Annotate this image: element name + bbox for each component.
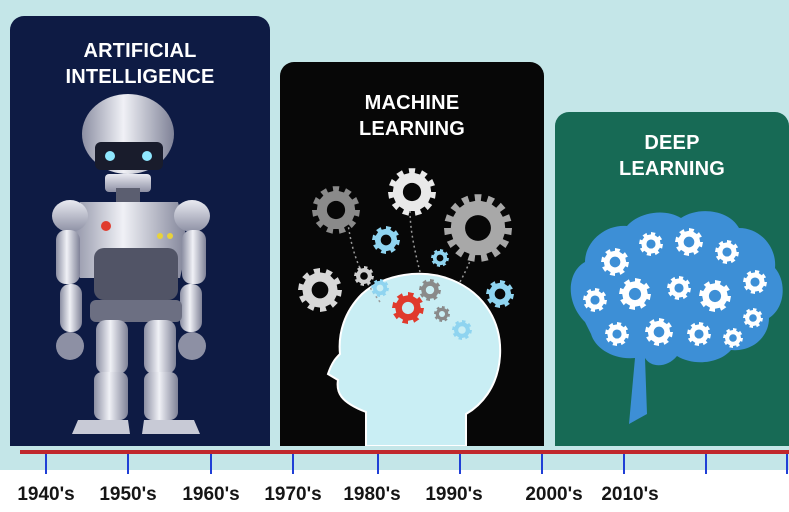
gear-hub-icon — [402, 182, 422, 202]
gear-hub-icon — [401, 301, 415, 315]
gear-hub-icon — [360, 272, 368, 280]
timeline-label: 1950's — [99, 484, 157, 505]
gear-hub-icon — [722, 247, 732, 257]
gear-hub-icon — [438, 310, 446, 318]
gear-hub-icon — [674, 283, 684, 293]
ai-panel: ARTIFICIAL INTELLIGENCE — [10, 16, 270, 446]
timeline-label: 1980's — [343, 484, 401, 505]
ml-title-line2: LEARNING — [358, 118, 466, 140]
gear-hub-icon — [694, 329, 704, 339]
head-with-gears-icon — [298, 168, 514, 446]
gear-hub-icon — [749, 314, 757, 322]
gear-hub-icon — [653, 326, 665, 338]
gear-hub-icon — [609, 256, 621, 268]
timeline-label: 1960's — [182, 484, 240, 505]
gear-hub-icon — [646, 239, 656, 249]
ai-title-line1: ARTIFICIAL — [83, 40, 197, 62]
ai-title-line2: INTELLIGENCE — [65, 66, 215, 88]
timeline-label: 1990's — [425, 484, 483, 505]
dl-title-line1: DEEP — [644, 132, 700, 154]
gear-hub-icon — [628, 287, 642, 301]
dl-title-line2: LEARNING — [618, 158, 726, 180]
gear-hub-icon — [458, 326, 466, 334]
gear-hub-icon — [465, 215, 491, 241]
timeline-label: 1940's — [17, 484, 75, 505]
timeline-label: 2000's — [525, 484, 583, 505]
ml-panel: MACHINE LEARNING — [280, 62, 544, 446]
gear-hub-icon — [311, 281, 329, 299]
gear-hub-icon — [612, 329, 622, 339]
timeline-label: 2010's — [601, 484, 659, 505]
gear-hub-icon — [708, 289, 722, 303]
gear-hub-icon — [750, 277, 760, 287]
robot-icon — [52, 94, 210, 434]
gear-hub-icon — [494, 288, 506, 300]
ml-panel-title: MACHINE LEARNING — [280, 90, 544, 142]
gear-hub-icon — [590, 295, 600, 305]
timeline-label: 1970's — [264, 484, 322, 505]
ai-panel-title: ARTIFICIAL INTELLIGENCE — [10, 38, 270, 90]
gear-hub-icon — [425, 285, 435, 295]
gear-hub-icon — [380, 234, 392, 246]
gear-hub-icon — [436, 254, 444, 262]
dl-panel: DEEP LEARNING — [555, 112, 789, 446]
gear-hub-icon — [326, 200, 346, 220]
dl-panel-title: DEEP LEARNING — [555, 130, 789, 182]
ml-title-line1: MACHINE — [364, 92, 460, 114]
gear-hub-icon — [729, 334, 737, 342]
gear-hub-icon — [376, 284, 384, 292]
gear-hub-icon — [683, 236, 695, 248]
gear-brain-icon — [570, 211, 783, 424]
